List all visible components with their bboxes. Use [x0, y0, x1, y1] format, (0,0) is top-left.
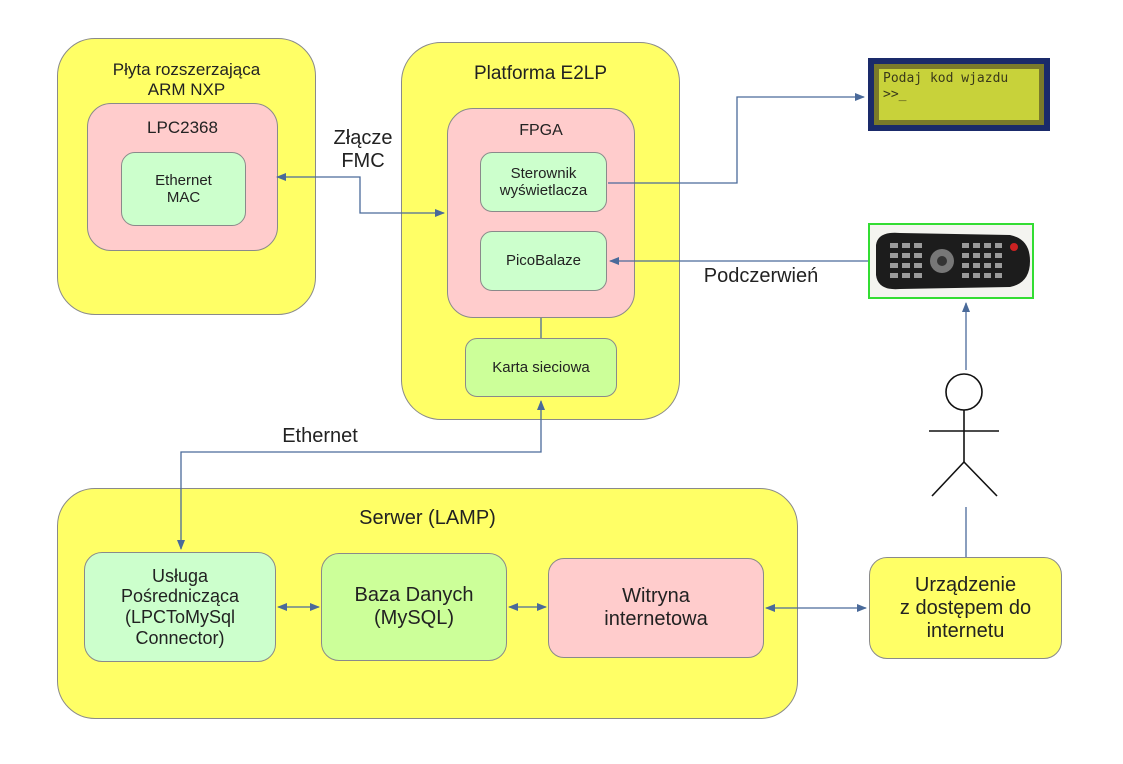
e2lp-title: Platforma E2LP [473, 63, 608, 84]
lpc2368-label: LPC2368 [147, 118, 218, 137]
database-box: Baza Danych (MySQL) [321, 553, 507, 661]
lcd-display: Podaj kod wjazdu>>_ [868, 58, 1050, 131]
display-driver-box: Sterownik wyświetlacza [480, 152, 607, 212]
remote-control [868, 223, 1034, 299]
arm-board-title: Płyta rozszerzająca ARM NXP [112, 60, 261, 99]
proxy-service-box: Usługa Pośrednicząca (LPCToMySql Connect… [84, 552, 276, 662]
ethernet-link [177, 400, 545, 550]
network-card-box: Karta sieciowa [465, 338, 617, 397]
fmc-connector-label: Złącze FMC [333, 127, 393, 172]
picoblaze-box: PicoBalaze [480, 231, 607, 291]
fmc-link [276, 173, 445, 217]
person-icon [929, 373, 999, 497]
internet-device-box: Urządzenie z dostępem do internetu [869, 557, 1062, 659]
lcd-line-1: Podaj kod wjazdu [883, 71, 1009, 86]
display-link [608, 93, 865, 184]
fpga-label: FPGA [519, 122, 563, 139]
ethernet-mac-box: Ethernet MAC [121, 152, 246, 226]
lcd-line-2: >>_ [883, 86, 907, 102]
website-box: Witryna internetowa [548, 558, 764, 658]
remote-control-icon [876, 232, 1030, 290]
infrared-label: Podczerwień [703, 265, 819, 287]
